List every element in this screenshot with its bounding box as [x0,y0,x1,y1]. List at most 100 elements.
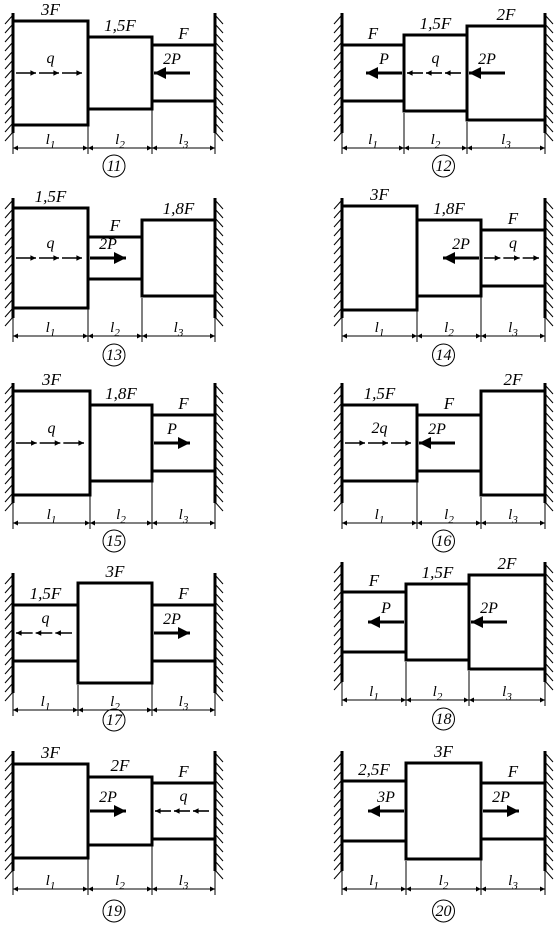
length-label: l2 [431,132,441,151]
force-label: P [166,421,177,438]
distributed-load-label: q [180,788,188,805]
length-label: l3 [179,873,189,892]
area-label: F [507,762,519,781]
bar-section-2 [404,582,471,662]
scheme-number-circle [432,707,455,731]
length-label: l3 [508,873,518,892]
scheme-number: 18 [436,711,452,728]
length-label: l1 [46,132,56,151]
bar-section-3 [150,413,217,473]
force-label: 2P [163,611,181,628]
area-label: 1,5F [364,384,396,403]
scheme-number-circle [432,899,455,923]
scheme-number-circle [432,529,455,553]
area-label: F [507,209,519,228]
scheme-number-circle [102,708,126,732]
area-label: 3F [105,562,126,581]
length-label: l1 [47,507,57,526]
area-label: F [368,571,380,590]
bar-section-2 [76,581,154,685]
force-label: P [378,51,389,68]
area-label: F [443,394,455,413]
force-label: 2P [163,51,181,68]
bar-section-3 [467,573,547,671]
bar-section-3 [479,389,547,497]
length-label: l3 [508,320,518,339]
bar-section-3 [150,603,217,663]
area-label: 2F [111,756,131,775]
length-label: l2 [110,694,120,713]
bar-section-2 [404,761,483,861]
area-label: 1,5F [35,187,67,206]
length-label: l3 [174,320,184,339]
length-label: l1 [41,694,51,713]
force-label: P [380,600,391,617]
length-label: l1 [369,684,379,703]
length-label: l3 [502,684,512,703]
bar-section-3 [479,781,547,841]
area-label: 2F [504,370,524,389]
area-label: 2F [498,554,518,573]
force-label: 2P [480,600,498,617]
length-label: l1 [369,873,379,892]
area-label: F [177,24,189,43]
scheme-number: 15 [106,533,122,550]
area-label: 3F [433,742,454,761]
distributed-load-label: q [47,50,55,67]
scheme-number: 13 [106,347,122,364]
area-label: 1,5F [422,563,454,582]
scheme-number-circle [432,154,455,178]
distributed-load-label: q [48,420,56,437]
distributed-load-label: q [432,50,440,67]
scheme-number: 19 [106,903,122,920]
force-label: 3P [376,789,395,806]
length-label: l1 [46,873,56,892]
force-label: 2P [492,789,510,806]
length-label: l2 [444,507,454,526]
area-label: F [177,762,189,781]
scheme-number: 12 [436,158,452,175]
area-label: F [367,24,379,43]
area-label: 3F [40,743,61,762]
force-label: 2P [99,789,117,806]
right-wall-hatching [214,752,224,880]
bar-section-2 [86,35,154,111]
bar-section-1 [340,204,419,312]
area-label: 1,8F [105,384,137,403]
length-label: l1 [46,320,56,339]
area-label: 3F [40,0,61,19]
length-label: l2 [115,132,125,151]
scheme-number-circle [102,154,126,178]
area-label: 1,8F [163,199,195,218]
area-label: 1,5F [104,16,136,35]
area-label: 1,5F [30,584,62,603]
bar-section-1 [11,762,90,860]
length-label: l2 [444,320,454,339]
length-label: l2 [115,873,125,892]
length-label: l2 [116,507,126,526]
length-label: l1 [375,320,385,339]
length-label: l2 [110,320,120,339]
bar-section-3 [479,228,547,288]
area-label: 1,8F [433,199,465,218]
bar-section-3 [465,24,547,122]
force-label: 2P [428,421,446,438]
distributed-load-label: q [42,610,50,627]
scheme-number: 17 [106,712,123,729]
area-label: 2F [497,5,517,24]
bar-section-3 [150,43,217,103]
area-label: F [177,584,189,603]
bar-section-3 [140,218,217,298]
scheme-number-circle [102,899,126,923]
length-label: l3 [508,507,518,526]
area-label: 3F [369,185,390,204]
scheme-number-circle [102,343,126,367]
